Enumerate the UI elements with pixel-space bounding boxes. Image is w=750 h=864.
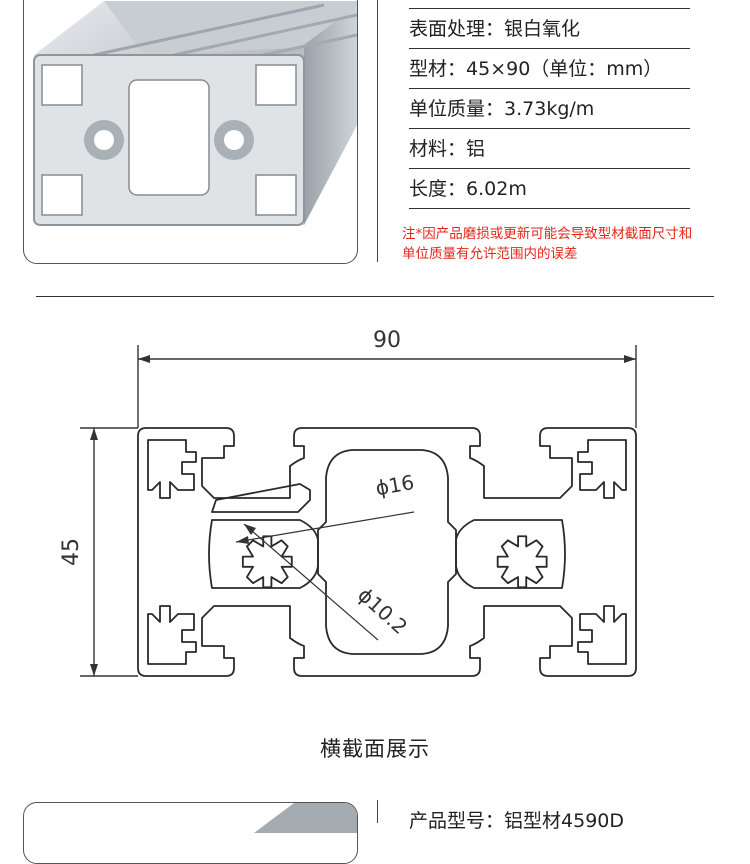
spec-value: 铝型材4590D — [504, 810, 624, 832]
cavity-left-upper — [211, 483, 311, 513]
slot-top-right — [577, 439, 627, 499]
arrow-right — [624, 355, 636, 363]
spec-row-surface: 表面处理：银白氧化 — [409, 9, 690, 49]
aluminum-profile-photo — [33, 1, 357, 226]
spec-value: 银白氧化 — [504, 18, 581, 40]
vertical-separator — [377, 0, 378, 262]
second-product-photo — [254, 803, 357, 833]
spec-row-length: 长度：6.02m — [409, 169, 690, 209]
product-photo-card — [23, 0, 358, 264]
spec-value: 铝 — [466, 138, 486, 160]
cross-section-drawing: 90 45 ϕ16 ϕ10.2 — [59, 328, 637, 677]
spec-label: 长度： — [409, 178, 467, 200]
spec-label: 型材： — [409, 58, 467, 80]
slot-bottom-right — [577, 605, 627, 665]
leader-arrow-phi16 — [236, 536, 249, 544]
center-hollow — [317, 449, 457, 655]
bore-left — [241, 535, 293, 589]
spec-label: 材料： — [409, 138, 467, 160]
slot-bottom-left — [147, 605, 197, 665]
section-divider — [36, 296, 714, 297]
spec-row-material: 材料：铝 — [409, 129, 690, 169]
arrow-left — [138, 355, 150, 363]
spec-value: 6.02m — [466, 178, 527, 200]
vertical-separator-bottom — [377, 800, 378, 823]
left-web — [208, 519, 319, 589]
leader-arrow-phi10 — [244, 524, 256, 535]
leader-phi10 — [243, 523, 379, 641]
spec-label: 产品型号： — [409, 810, 505, 832]
spec-value: 3.73kg/m — [504, 98, 595, 120]
side-hole-label: ϕ10.2 — [353, 583, 412, 639]
leader-phi16 — [235, 511, 415, 543]
spec-row-weight: 单位质量：3.73kg/m — [409, 89, 690, 129]
spec-list: 表面处理：银白氧化 型材：45×90（单位：mm） 单位质量：3.73kg/m … — [409, 8, 690, 209]
bore-right — [496, 535, 548, 589]
slot-top-left — [147, 439, 197, 499]
height-label: 45 — [59, 538, 84, 566]
tolerance-note: 注*因产品磨损或更新可能会导致型材截面尺寸和单位质量有允许范围内的误差 — [402, 226, 693, 262]
second-product-card — [23, 802, 358, 864]
spec-label: 单位质量： — [409, 98, 505, 120]
spec-row-profile: 型材：45×90（单位：mm） — [409, 49, 690, 89]
model-spec-row: 产品型号：铝型材4590D — [409, 806, 624, 836]
width-label: 90 — [373, 328, 401, 353]
profile-outer-contour — [137, 427, 637, 677]
spec-label: 表面处理： — [409, 18, 505, 40]
section-caption: 横截面展示 — [320, 737, 430, 761]
center-hole-label: ϕ16 — [374, 470, 416, 500]
arrow-top — [90, 428, 98, 440]
right-web — [455, 519, 566, 589]
spec-value: 45×90（单位：mm） — [466, 58, 663, 80]
spec-top-rule — [409, 8, 690, 9]
arrow-bottom — [90, 664, 98, 676]
